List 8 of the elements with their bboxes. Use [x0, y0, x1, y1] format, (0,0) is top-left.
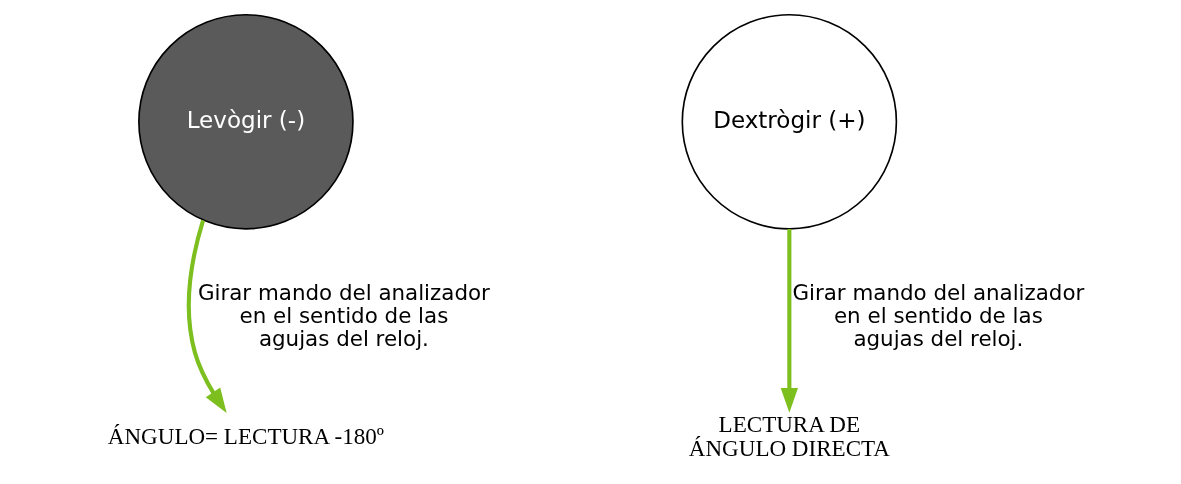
arrow: [780, 228, 798, 413]
arrow: [186, 219, 227, 414]
node-circle: Dextrògir (+): [681, 13, 898, 230]
edge-label: Girar mando del analizador en el sentido de las agujas del reloj.: [792, 280, 1085, 352]
node-text: LECTURA DE ÁNGULO DIRECTA: [688, 410, 890, 462]
node-circle: Levògir (-): [138, 13, 354, 230]
node-text: ÁNGULO= LECTURA -180º: [107, 423, 385, 450]
edge-label: Girar mando del analizador en el sentido de las agujas del reloj.: [197, 280, 490, 352]
